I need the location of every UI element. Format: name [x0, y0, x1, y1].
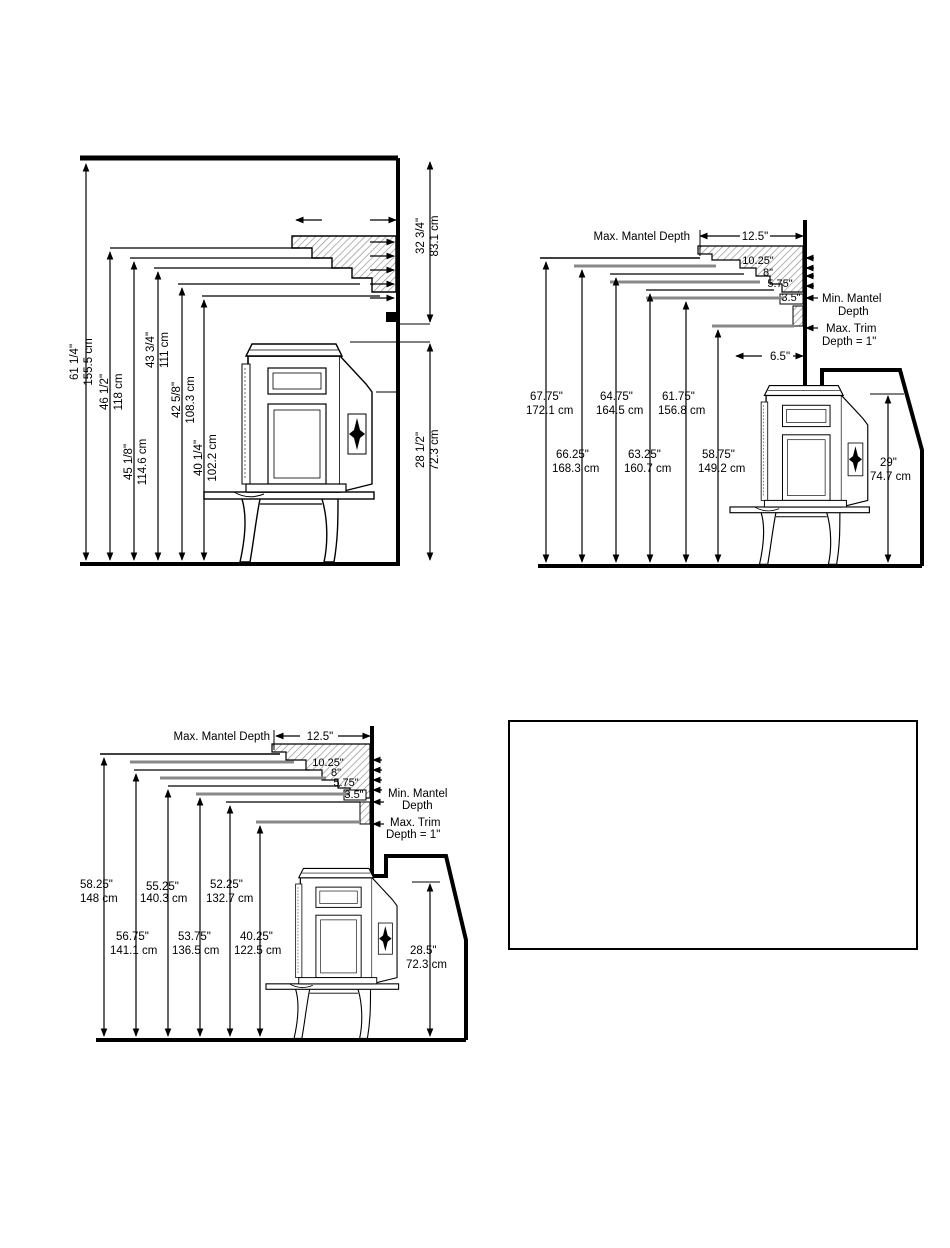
dim-label: 141.1 cm — [110, 945, 157, 957]
dim-label: 140.3 cm — [140, 893, 187, 905]
dim-label: 122.5 cm — [234, 945, 281, 957]
dim-label: 83.1 cm — [429, 216, 441, 257]
dim-label: 12.5" — [307, 731, 333, 743]
dim-label: 10.25" — [312, 757, 344, 769]
dim-label: 111 cm — [159, 332, 171, 368]
blank-note-box — [508, 720, 918, 950]
max-trim-label: Max. Trim — [826, 323, 876, 335]
max-mantel-depth-label: Max. Mantel Depth — [173, 731, 270, 743]
stove-elevation-icon — [203, 343, 375, 563]
diagram-c: Max. Mantel Depth 12.5" 10.25" 8" 5.75" … — [80, 726, 468, 1042]
dim-label: 64.75" — [600, 391, 633, 403]
dim-label: 28.5" — [410, 945, 436, 957]
dim-label: 55.25" — [146, 881, 179, 893]
dim-label: 3.5" — [781, 292, 800, 304]
dim-label: 58.75" — [702, 449, 735, 461]
dim-label: 108.3 cm — [185, 376, 197, 423]
min-mantel-label: Depth — [402, 800, 433, 812]
max-mantel-depth-label: Max. Mantel Depth — [593, 231, 690, 243]
dim-label: 5.75" — [333, 777, 358, 789]
max-trim-label: Depth = 1" — [822, 336, 876, 348]
dim-label: 56.75" — [116, 931, 149, 943]
dim-label: 46 1/2" — [99, 374, 111, 410]
min-mantel-label: Min. Mantel — [822, 293, 881, 305]
dim-label: 32 3/4" — [415, 218, 427, 254]
min-mantel-label: Min. Mantel — [388, 788, 447, 800]
dim-label: 29" — [880, 457, 897, 469]
dim-label: 10.25" — [742, 255, 774, 267]
stove-elevation-icon — [729, 384, 871, 566]
dim-label: 172.1 cm — [526, 405, 573, 417]
dim-label: 149.2 cm — [698, 463, 745, 475]
dim-label: 155.5 cm — [83, 338, 95, 385]
dim-label: 136.5 cm — [172, 945, 219, 957]
dim-label: 74.7 cm — [870, 471, 911, 483]
min-mantel-label: Depth — [838, 306, 869, 318]
dim-label: 63.25" — [628, 449, 661, 461]
dim-label: 67.75" — [530, 391, 563, 403]
dim-label: 156.8 cm — [658, 405, 705, 417]
dim-label: 148 cm — [80, 893, 118, 905]
dim-label: 45 1/8" — [123, 444, 135, 480]
dim-label: 164.5 cm — [596, 405, 643, 417]
diagram-b: Max. Mantel Depth 12.5" 10.25" 8" 5.75" … — [526, 220, 924, 568]
dim-label: 28 1/2" — [415, 432, 427, 468]
diagram-a: 61 1/4" 155.5 cm 46 1/2" 118 cm 45 1/8" … — [69, 155, 441, 566]
dim-label: 66.25" — [556, 449, 589, 461]
dim-label: 52.25" — [210, 879, 243, 891]
dim-label: 61 1/4" — [69, 344, 81, 380]
dim-label: 40.25" — [240, 931, 273, 943]
dim-label: 42 5/8" — [171, 382, 183, 418]
dim-label: 160.7 cm — [624, 463, 671, 475]
dim-label: 72.3 cm — [406, 959, 447, 971]
dim-label: 12.5" — [742, 231, 768, 243]
dim-label: 8" — [763, 267, 773, 279]
dim-label: 43 3/4" — [145, 332, 157, 368]
dim-label: 72.3 cm — [429, 430, 441, 471]
dim-label: 53.75" — [178, 931, 211, 943]
max-trim-label: Depth = 1" — [386, 829, 440, 841]
dim-label: 132.7 cm — [206, 893, 253, 905]
dim-label: 6.5" — [770, 351, 790, 363]
dim-label: 61.75" — [662, 391, 695, 403]
dim-label: 58.25" — [80, 879, 113, 891]
stove-elevation-icon — [265, 867, 400, 1040]
dim-label: 8" — [331, 767, 341, 779]
dim-label: 102.2 cm — [207, 434, 219, 481]
dim-label: 118 cm — [113, 374, 125, 411]
dim-label: 168.3 cm — [552, 463, 599, 475]
dim-label: 5.75" — [767, 278, 792, 290]
dim-label: 114.6 cm — [137, 439, 149, 485]
dim-label: 3.5" — [344, 789, 363, 801]
dim-label: 40 1/4" — [193, 440, 205, 476]
max-trim-label: Max. Trim — [390, 817, 440, 829]
